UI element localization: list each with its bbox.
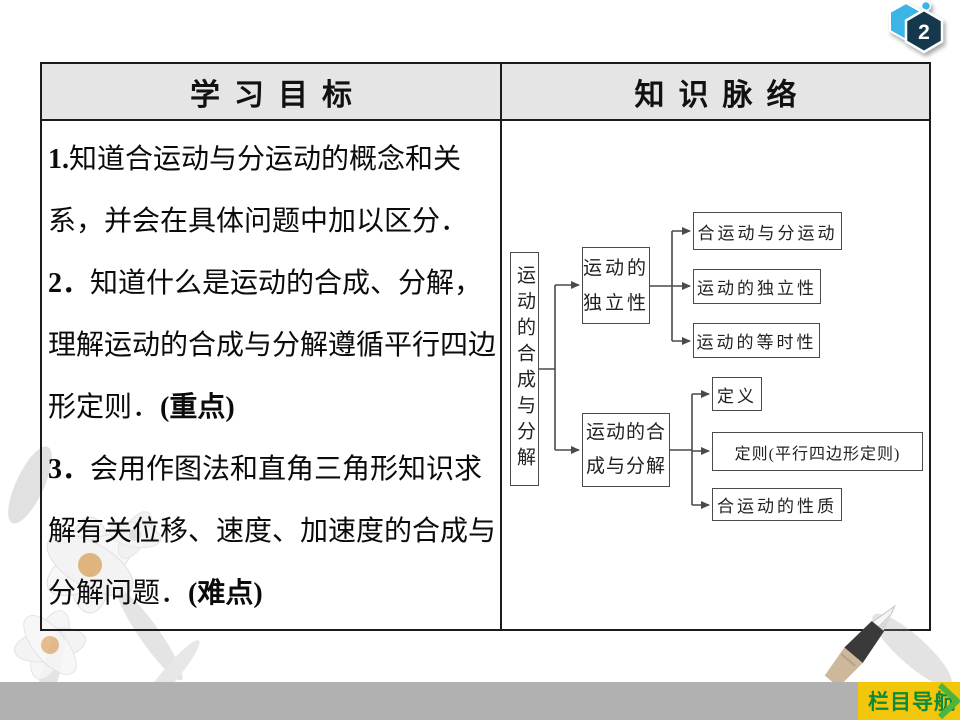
branch2-label-line2: 成与分解 — [585, 456, 666, 477]
flower-watermark — [8, 446, 200, 720]
header-knowledge-map: 知识脉络 — [634, 78, 811, 112]
section-nav-button[interactable]: 栏目导航 — [858, 682, 960, 720]
leaf-composite-and-component-motion: 合运动与分运动 — [693, 212, 842, 250]
leaf-independence-of-motion: 运动的独立性 — [693, 269, 821, 304]
branch1-label-line2: 独立性 — [583, 292, 650, 314]
page-number: 2 — [918, 21, 930, 44]
dot-icon — [920, 0, 932, 12]
objective-3-text: 会用作图法和直角三角形知识求解有关位移、速度、加速度的合成与分解问题． — [48, 454, 497, 609]
objective-2: 2．知道什么是运动的合成、分解，理解运动的合成与分解遵循平行四边形定则．(重点) — [48, 253, 496, 439]
table-header-row: 学习目标 知识脉络 — [42, 64, 929, 121]
hexagon-dark-icon — [904, 8, 944, 54]
brush-pen-image — [824, 604, 952, 688]
leaf-definition: 定义 — [712, 377, 762, 411]
objective-1-number: 1. — [48, 144, 69, 175]
objective-2-number: 2． — [48, 268, 91, 299]
leaf-composite-motion-properties: 合运动的性质 — [712, 488, 842, 521]
flowchart-branch-independence: 运动的 独立性 — [582, 247, 650, 324]
table-body-row: 1.知道合运动与分运动的概念和关系，并会在具体问题中加以区分． 2．知道什么是运… — [42, 121, 929, 629]
objective-2-tag: (重点) — [160, 392, 235, 423]
branch1-label-line1: 运动的 — [583, 257, 650, 279]
branch2-label-line1: 运动的合 — [585, 422, 666, 443]
objective-3-number: 3． — [48, 454, 91, 485]
flowchart-branch-composition: 运动的合 成与分解 — [582, 413, 670, 487]
header-learning-goals: 学习目标 — [42, 64, 502, 119]
learning-goals-cell: 1.知道合运动与分运动的概念和关系，并会在具体问题中加以区分． 2．知道什么是运… — [42, 121, 502, 629]
objective-3: 3．会用作图法和直角三角形知识求解有关位移、速度、加速度的合成与分解问题．(难点… — [48, 439, 496, 625]
nav-arrow-icon — [937, 682, 960, 720]
page-number-badge: 2 — [889, 0, 944, 54]
knowledge-map-cell: 运动的合成与分解 运动的 独立性 运动的合 成与分解 合运动与分运动 运动的独立… — [502, 121, 929, 629]
section-nav-label: 栏目导航 — [868, 690, 956, 714]
leaf-parallelogram-rule: 定则(平行四边形定则) — [712, 432, 923, 471]
objective-1: 1.知道合运动与分运动的概念和关系，并会在具体问题中加以区分． — [48, 129, 496, 253]
objective-3-tag: (难点) — [188, 578, 263, 609]
objective-1-text: 知道合运动与分运动的概念和关系，并会在具体问题中加以区分． — [48, 144, 469, 237]
leaf-equal-time-property: 运动的等时性 — [693, 323, 820, 358]
bottom-bar — [0, 682, 960, 720]
flowchart-connectors — [539, 227, 710, 509]
flowchart-root-box: 运动的合成与分解 — [510, 252, 539, 486]
objective-2-text: 知道什么是运动的合成、分解，理解运动的合成与分解遵循平行四边形定则． — [48, 268, 497, 423]
content-table: 学习目标 知识脉络 1.知道合运动与分运动的概念和关系，并会在具体问题中加以区分… — [40, 62, 931, 631]
